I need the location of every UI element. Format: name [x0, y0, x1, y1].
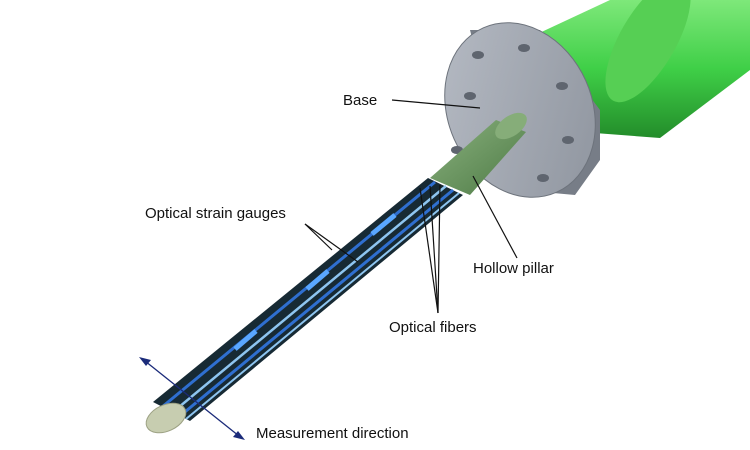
- label-base: Base: [343, 92, 378, 109]
- probe-tip: [145, 402, 187, 434]
- label-optical-fibers: Optical fibers: [389, 319, 477, 336]
- probe-rod: [153, 178, 463, 421]
- label-measurement-direction: Measurement direction: [256, 425, 409, 442]
- hollow-pillar: [430, 112, 527, 195]
- flange-bolt-holes: [451, 44, 574, 182]
- label-hollow-pillar: Hollow pillar: [473, 260, 554, 277]
- measurement-direction-arrow: [139, 357, 245, 440]
- leader-lines: [304, 99, 518, 314]
- label-optical-strain-gauges: Optical strain gauges: [145, 205, 286, 222]
- strain-gauge-segments: [233, 213, 397, 351]
